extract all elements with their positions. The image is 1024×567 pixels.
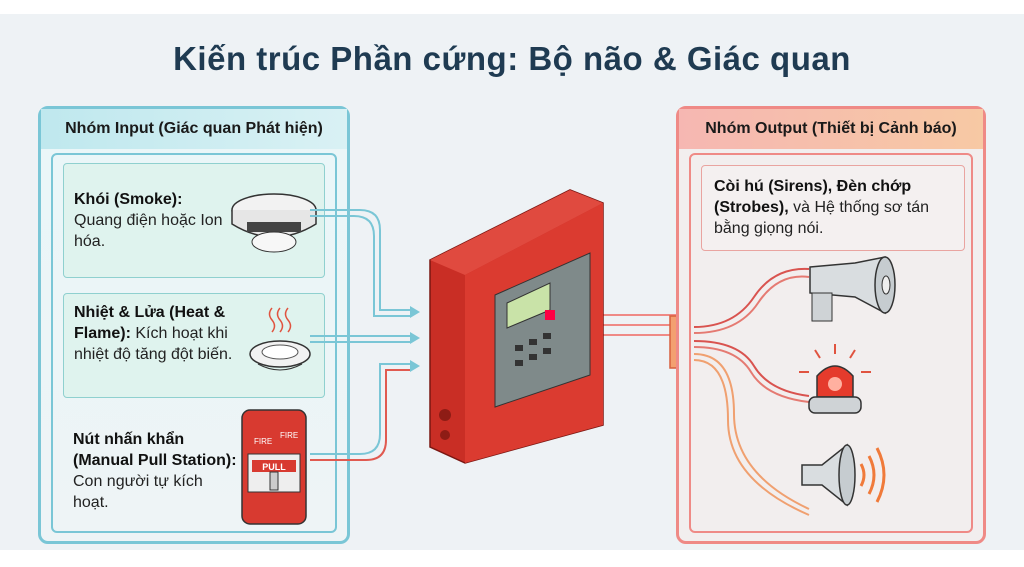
fire-label-left: FIRE xyxy=(254,437,272,446)
output-desc-card: Còi hú (Sirens), Đèn chớp (Strobes), và … xyxy=(701,165,965,251)
fire-alarm-control-panel xyxy=(429,189,604,464)
smoke-detector-icon xyxy=(231,193,317,253)
heat-text: Nhiệt & Lửa (Heat & Flame): Kích hoạt kh… xyxy=(74,304,233,363)
output-group-inner xyxy=(689,153,973,533)
output-wires xyxy=(693,267,810,516)
speaker-icon xyxy=(801,443,886,507)
fire-label-right: FIRE xyxy=(280,431,298,440)
strobe-light-icon xyxy=(799,344,871,414)
pull-label: PULL xyxy=(262,462,286,472)
connection-wires xyxy=(310,209,682,461)
output-group-panel: Nhóm Output (Thiết bị Cảnh báo) Còi hú (… xyxy=(676,106,986,544)
output-desc-text: Còi hú (Sirens), Đèn chớp (Strobes), và … xyxy=(714,178,930,237)
pull-station-icon: PULL FIRE FIRE xyxy=(241,409,307,525)
siren-horn-icon xyxy=(809,256,896,322)
page-title: Kiến trúc Phần cứng: Bộ não & Giác quan xyxy=(173,40,851,77)
input-group-heading: Nhóm Input (Giác quan Phát hiện) xyxy=(41,109,347,149)
output-group-heading: Nhóm Output (Thiết bị Cảnh báo) xyxy=(679,109,983,149)
pull-station-text: Nút nhấn khẩn (Manual Pull Station): Con… xyxy=(73,431,237,511)
input-card-heat: Nhiệt & Lửa (Heat & Flame): Kích hoạt kh… xyxy=(63,293,325,398)
heat-detector-icon xyxy=(249,307,311,371)
smoke-text: Khói (Smoke):Quang điện hoặc Ion hóa. xyxy=(74,191,223,250)
input-card-smoke: Khói (Smoke):Quang điện hoặc Ion hóa. xyxy=(63,163,325,278)
